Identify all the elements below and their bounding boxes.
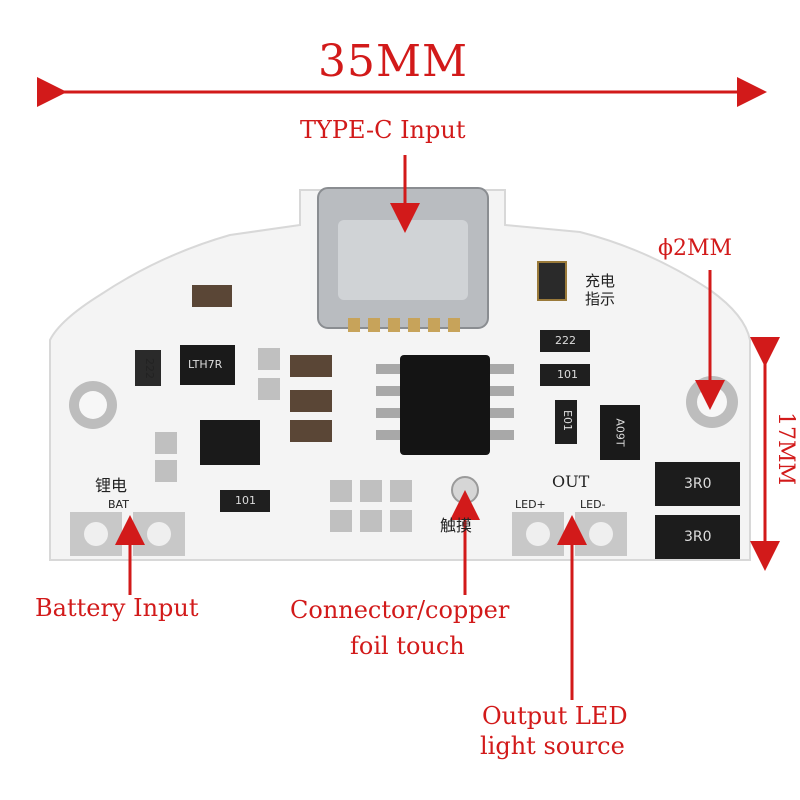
touch-cn-text: 触摸	[440, 516, 473, 535]
res-3r0-b-text: 3R0	[684, 529, 712, 545]
chip-lth7r-text: LTH7R	[188, 358, 223, 371]
touch-label-line2: foil touch	[350, 632, 465, 660]
chip-left-lower	[200, 420, 260, 465]
battery-label: Battery Input	[35, 594, 199, 622]
chip-a09t-text: A09T	[613, 418, 627, 447]
touch-pad	[451, 476, 479, 504]
res-222-a-text: 222	[143, 358, 156, 379]
touch-label-line1: Connector/copper	[290, 596, 510, 624]
output-label-line1: Output LED	[482, 702, 628, 730]
chip-a09t	[600, 405, 640, 460]
res-e01-text: E01	[560, 410, 574, 431]
res-101-a-text: 101	[557, 368, 578, 381]
width-label: 35MM	[318, 36, 469, 87]
res-3r0-a-text: 3R0	[684, 476, 712, 492]
passives	[135, 285, 740, 559]
battery-cn-text: 锂电	[95, 476, 128, 495]
hole-label: ϕ2MM	[658, 236, 733, 261]
out-text: OUT	[552, 472, 590, 491]
led-indicator	[537, 261, 567, 301]
bat-pad-text: BAT	[108, 498, 129, 511]
chip-lth7r	[180, 345, 235, 385]
led-pad-left-text: LED+	[515, 498, 546, 511]
res-101-b-text: 101	[235, 494, 256, 507]
led-pad-right-text: LED-	[580, 498, 606, 511]
usb-c-pins	[348, 318, 460, 332]
charge-indicator-text: 充电 指示	[585, 272, 616, 308]
type-c-label: TYPE-C Input	[300, 116, 466, 144]
height-label: 17MM	[773, 412, 798, 486]
output-label-line2: light source	[480, 732, 625, 760]
res-222-b-text: 222	[555, 334, 576, 347]
main-ic	[400, 355, 490, 455]
